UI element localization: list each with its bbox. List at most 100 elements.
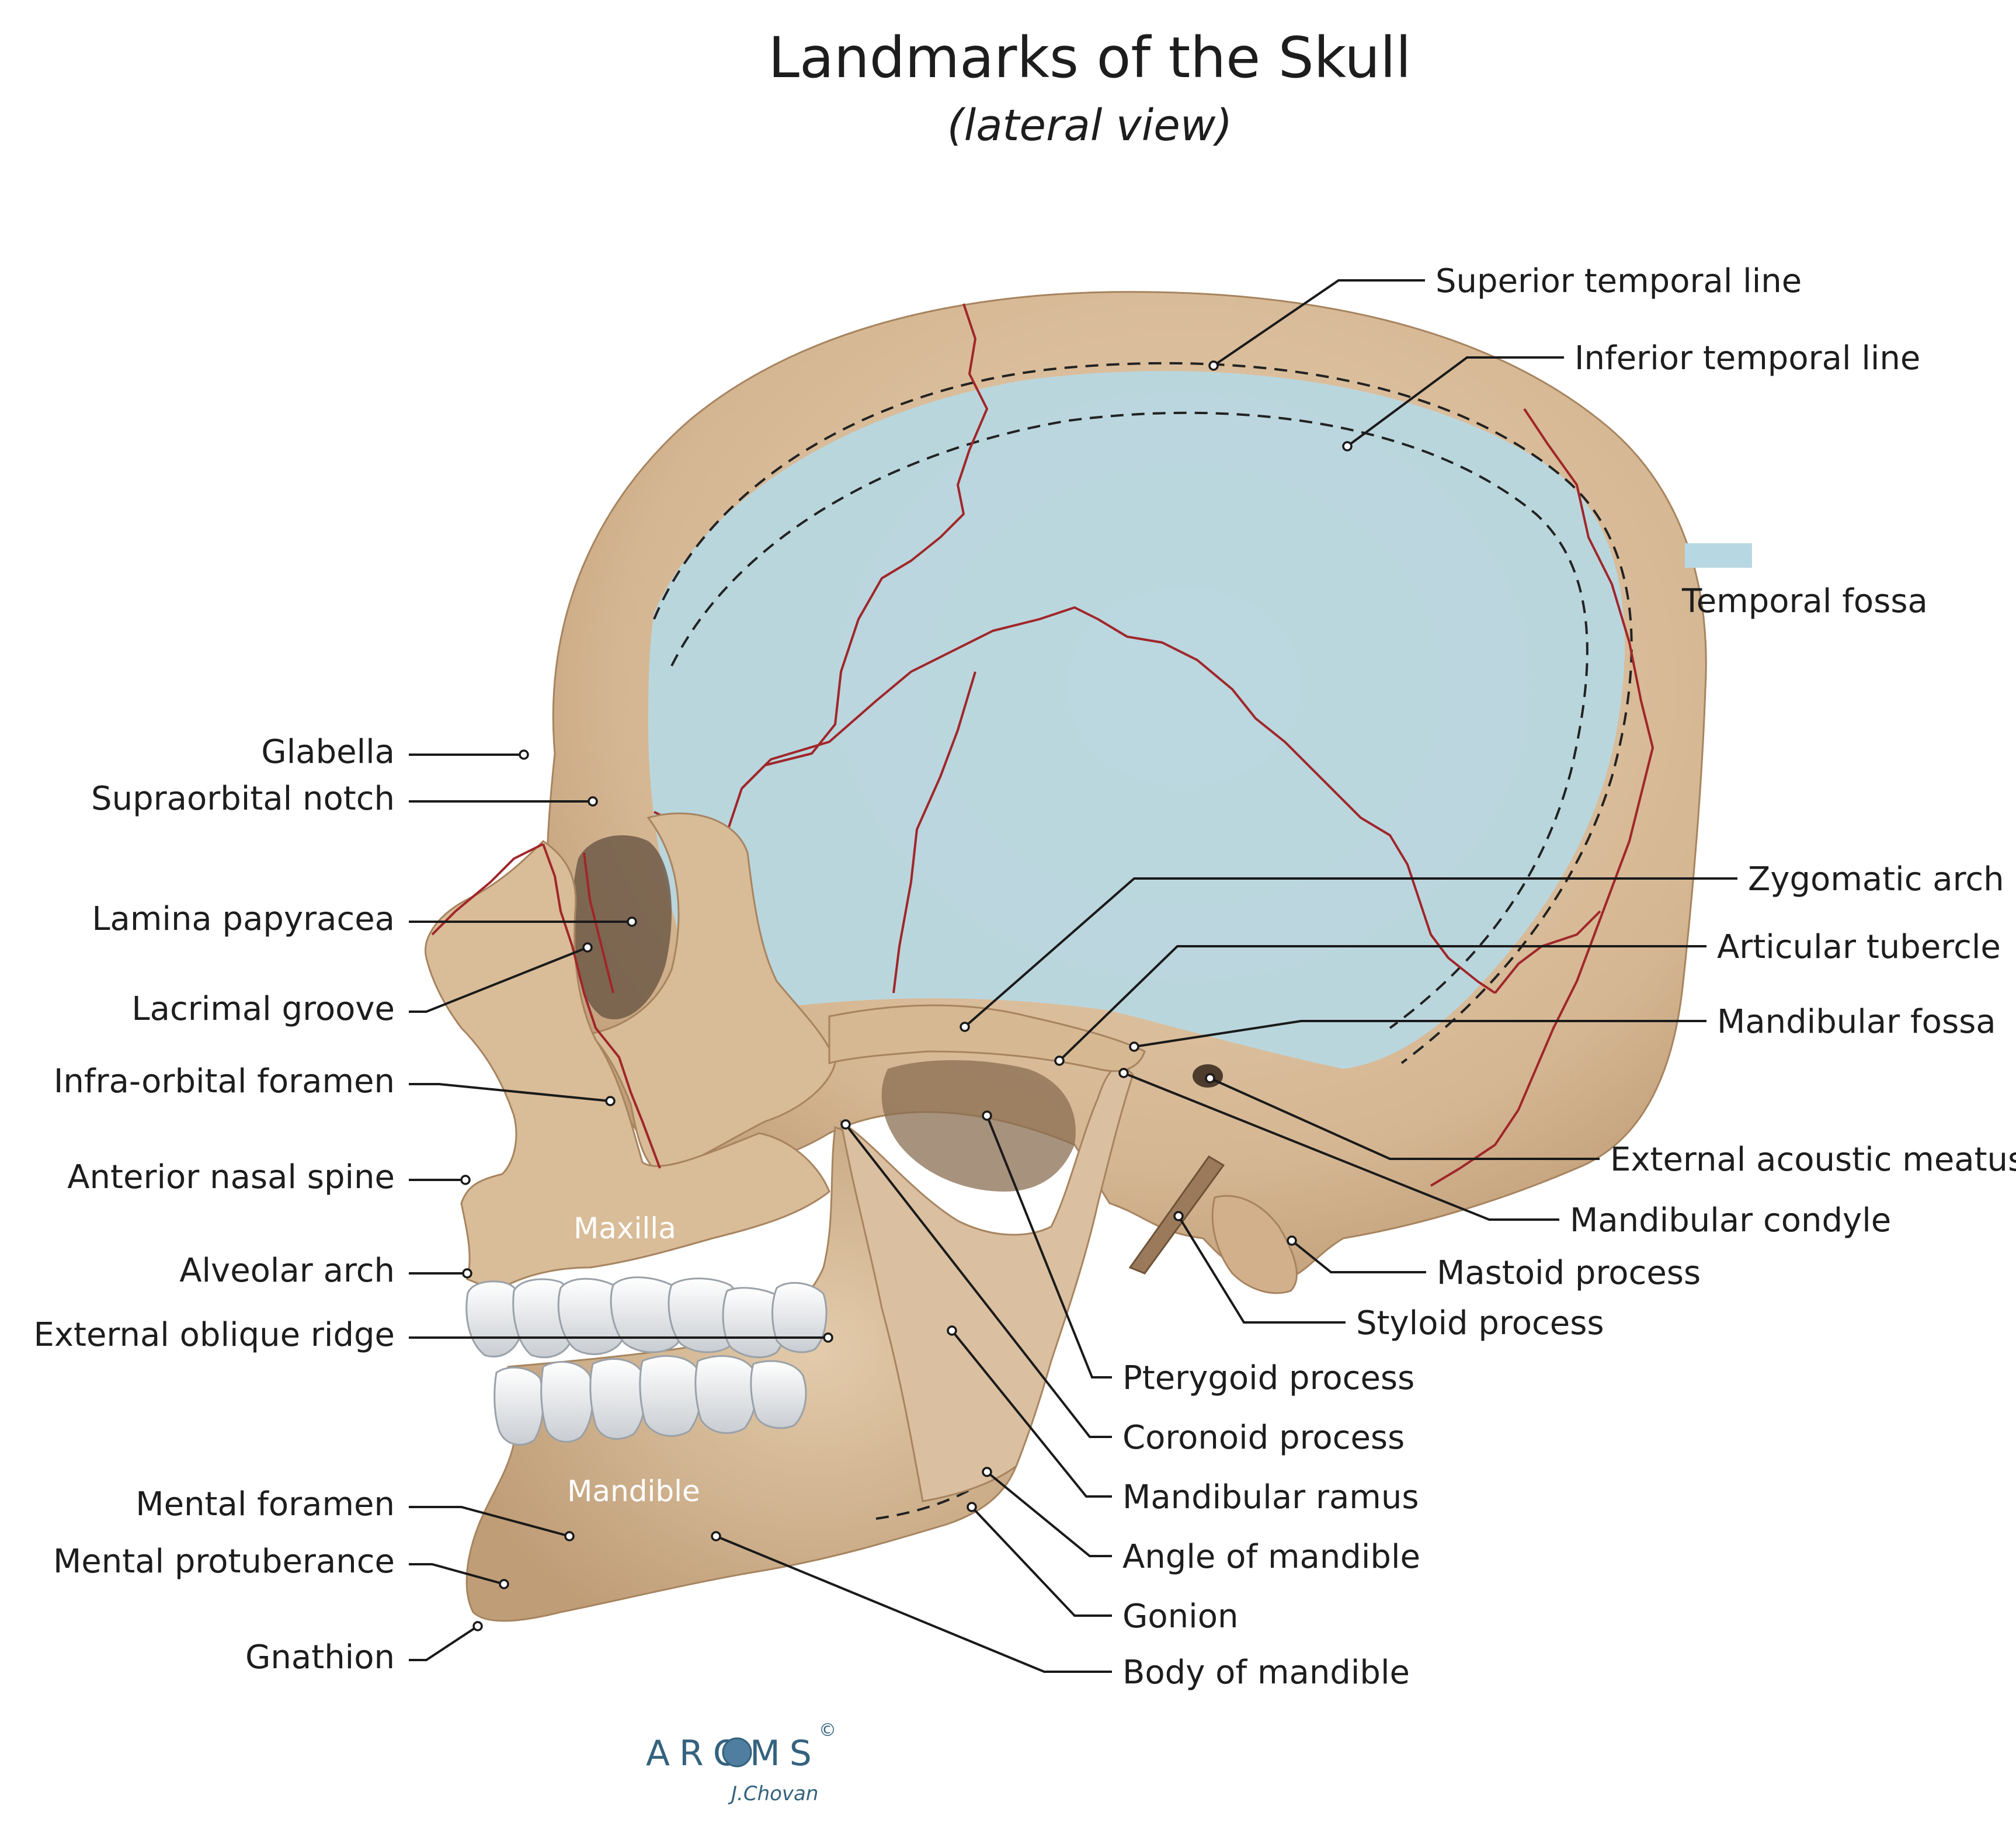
leader-coronoid-process	[844, 1123, 1112, 1438]
dot-alveolar-arch	[462, 1268, 472, 1279]
label-lacrimal-groove: Lacrimal groove	[131, 990, 395, 1028]
label-body-of-mandible: Body of mandible	[1122, 1654, 1410, 1692]
temporal-fossa-legend-swatch	[1685, 543, 1752, 568]
label-external-oblique-ridge: External oblique ridge	[34, 1316, 395, 1354]
dot-external-acoustic-meatus	[1205, 1073, 1215, 1084]
right-labels: Superior temporal line Inferior temporal…	[711, 262, 2016, 1692]
leader-styloid-process	[1177, 1215, 1346, 1324]
dot-superior-temporal-line	[1208, 360, 1219, 371]
superior-temporal-line-curve	[653, 362, 1633, 1064]
dot-infraorbital-foramen	[605, 1096, 616, 1106]
label-pterygoid-process: Pterygoid process	[1122, 1359, 1414, 1397]
leader-mandibular-ramus	[951, 1329, 1112, 1498]
label-supraorbital-notch: Supraorbital notch	[91, 780, 395, 818]
aroms-logo: AROMS © J.Chovan	[646, 1720, 836, 1805]
temporal-fossa-region	[648, 371, 1625, 1069]
label-mental-protuberance: Mental protuberance	[53, 1543, 395, 1581]
label-lamina-papyracea: Lamina papyracea	[92, 900, 395, 938]
sphenoparietal-suture	[892, 671, 976, 994]
dot-mental-foramen	[564, 1531, 575, 1541]
dot-zygomatic-arch	[960, 1022, 970, 1032]
dot-mandibular-fossa	[1129, 1041, 1139, 1052]
inferior-temporal-line-curve	[670, 411, 1589, 1029]
label-mandibular-ramus: Mandibular ramus	[1122, 1478, 1419, 1516]
dot-mental-protuberance	[499, 1579, 509, 1589]
coronal-suture	[741, 303, 988, 790]
dot-gonion	[967, 1502, 977, 1512]
dot-lamina-papyracea	[627, 916, 637, 927]
dot-lacrimal-groove	[582, 942, 593, 953]
leader-lacrimal-groove	[409, 946, 588, 1013]
dot-mastoid-process	[1287, 1235, 1297, 1246]
leader-infraorbital-foramen	[409, 1083, 611, 1102]
copyright-mark: ©	[819, 1720, 836, 1741]
leader-mandibular-condyle	[1123, 1072, 1559, 1221]
page-title: Landmarks of the Skull	[769, 25, 1412, 91]
label-alveolar-arch: Alveolar arch	[179, 1252, 395, 1290]
leader-external-acoustic-meatus	[1209, 1077, 1600, 1160]
label-anterior-nasal-spine: Anterior nasal spine	[67, 1158, 395, 1196]
dot-pterygoid-process	[982, 1110, 992, 1121]
leader-mental-foramen	[409, 1506, 570, 1537]
leader-mental-protuberance	[409, 1563, 505, 1585]
label-articular-tubercle: Articular tubercle	[1717, 928, 2001, 966]
leader-angle-of-mandible	[986, 1471, 1112, 1557]
dot-mandibular-ramus	[947, 1325, 957, 1336]
leader-pterygoid-process	[986, 1115, 1112, 1378]
squamosal-suture	[741, 606, 1496, 994]
label-inferior-temporal-line: Inferior temporal line	[1574, 339, 1920, 377]
dot-anterior-nasal-spine	[460, 1175, 471, 1185]
dot-articular-tubercle	[1054, 1055, 1065, 1066]
leader-gnathion	[409, 1625, 479, 1661]
label-infraorbital-foramen: Infra-orbital foramen	[54, 1062, 395, 1100]
pterygoid-space	[881, 1060, 1076, 1192]
label-angle-of-mandible: Angle of mandible	[1122, 1538, 1420, 1576]
dot-mandibular-condyle	[1118, 1068, 1129, 1078]
nasomaxillary-suture	[542, 843, 661, 1169]
page-subtitle: (lateral view)	[947, 100, 1232, 151]
maxilla-label: Maxilla	[573, 1211, 676, 1245]
dot-external-oblique-ridge	[823, 1332, 833, 1343]
dot-coronoid-process	[840, 1119, 851, 1130]
leader-zygomatic-arch	[964, 877, 1737, 1028]
nasal-maxilla-front	[425, 840, 830, 1292]
leader-mandibular-fossa	[1134, 1020, 1706, 1048]
label-gonion: Gonion	[1122, 1598, 1238, 1636]
leader-inferior-temporal-line	[1346, 356, 1564, 447]
mastoid-shape	[1211, 1195, 1298, 1294]
lower-teeth	[493, 1355, 807, 1446]
dot-inferior-temporal-line	[1342, 441, 1353, 452]
label-mastoid-process: Mastoid process	[1437, 1254, 1701, 1292]
label-coronoid-process: Coronoid process	[1122, 1419, 1405, 1457]
face-zygomatic-bone	[588, 812, 836, 1175]
signature: J.Chovan	[728, 1782, 818, 1805]
label-zygomatic-arch: Zygomatic arch	[1748, 860, 2004, 898]
label-gnathion: Gnathion	[245, 1638, 395, 1676]
leader-gonion	[971, 1506, 1112, 1617]
dot-body-of-mandible	[711, 1531, 721, 1541]
upper-teeth	[465, 1276, 828, 1359]
label-external-acoustic-meatus: External acoustic meatus	[1610, 1141, 2016, 1179]
dot-styloid-process	[1173, 1211, 1184, 1221]
mandible-label: Mandible	[567, 1474, 700, 1508]
dot-gnathion	[472, 1621, 483, 1631]
dot-angle-of-mandible	[982, 1467, 992, 1477]
angle-of-mandible-curve	[875, 1448, 1012, 1520]
leader-articular-tubercle	[1058, 945, 1706, 1062]
orbit-cavity	[572, 835, 672, 1020]
leader-superior-temporal-line	[1212, 279, 1425, 367]
leader-body-of-mandible	[715, 1535, 1112, 1673]
lambdoid-suture	[1430, 408, 1654, 1187]
dot-glabella	[519, 749, 529, 760]
leader-mastoid-process	[1291, 1239, 1426, 1273]
globe-icon	[722, 1737, 752, 1768]
label-superior-temporal-line: Superior temporal line	[1435, 262, 1802, 300]
label-mandibular-fossa: Mandibular fossa	[1717, 1003, 1996, 1041]
label-mental-foramen: Mental foramen	[135, 1485, 395, 1523]
label-mandibular-condyle: Mandibular condyle	[1570, 1202, 1891, 1239]
dot-supraorbital-notch	[588, 796, 598, 807]
mandibular-ramus-shape	[839, 1062, 1134, 1502]
temporal-fossa-legend-label: Temporal fossa	[1681, 582, 1928, 620]
